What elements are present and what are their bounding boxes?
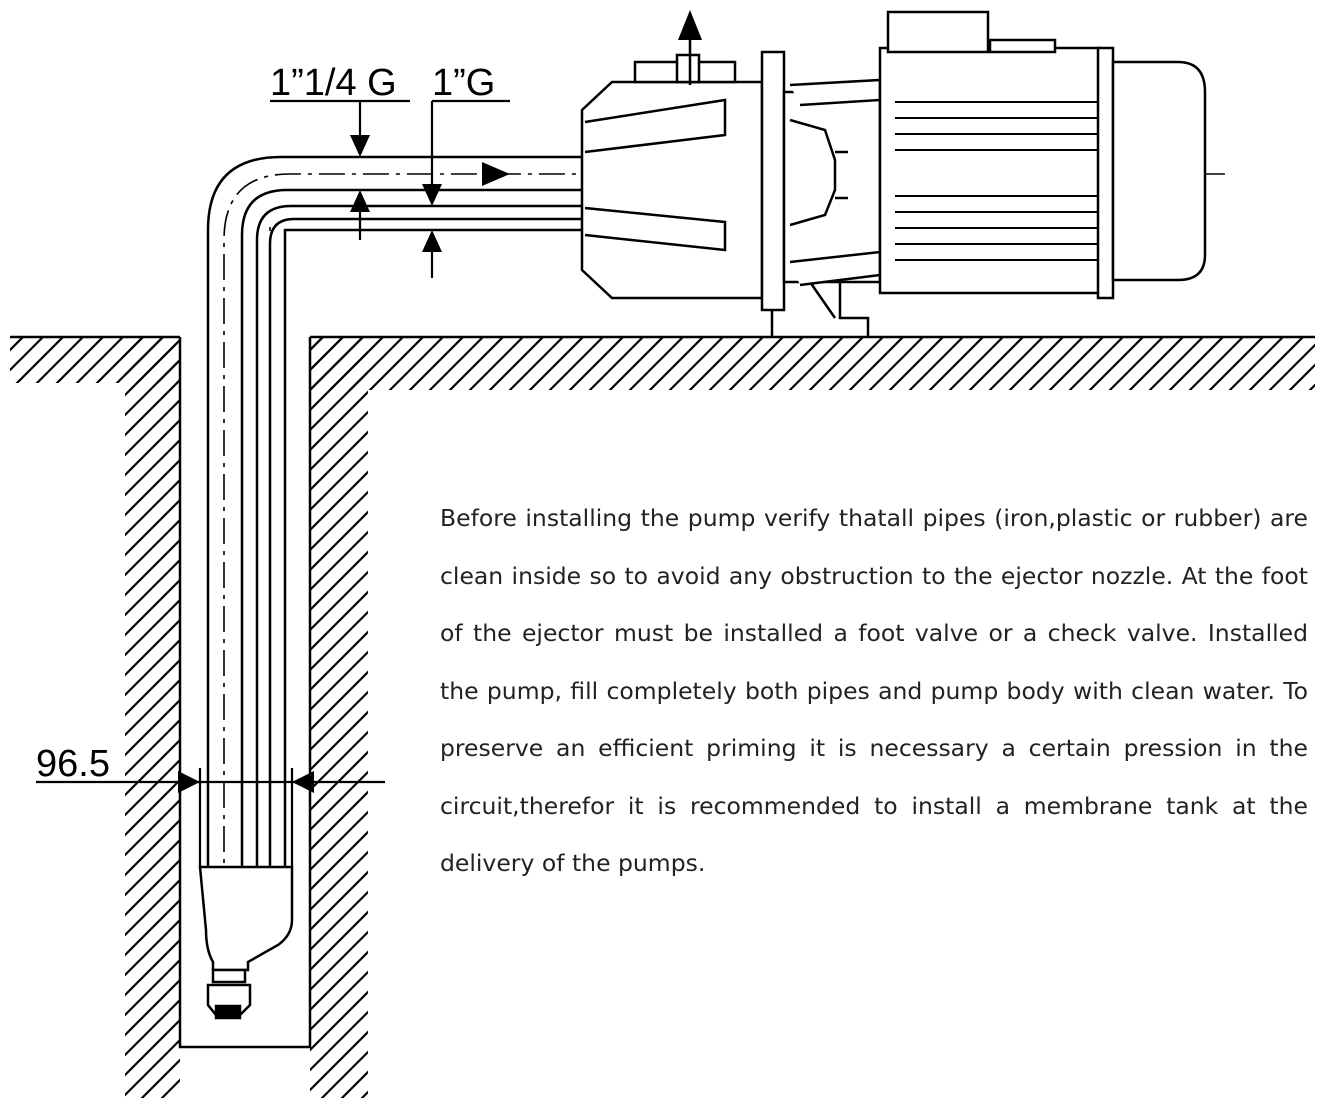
outlet-pipe-size-label: 1”G — [432, 62, 496, 104]
ejector — [198, 865, 294, 1020]
centerlines — [223, 173, 1232, 940]
installation-note: Before installing the pump verify thatal… — [440, 504, 1308, 877]
flow-arrow-icon — [482, 162, 510, 186]
ground-hatching — [10, 338, 1315, 1098]
well-diameter-label: 96.5 — [36, 743, 110, 785]
pipe-dimension-markers — [270, 99, 510, 278]
well-shaft — [10, 335, 1315, 1049]
motor-cooling-fins — [895, 101, 1098, 261]
discharge-arrow-icon — [678, 10, 702, 85]
well-diameter-dimension — [36, 768, 385, 867]
jet-pump — [580, 10, 1207, 338]
dimension-arrowheads — [350, 135, 442, 252]
inlet-pipe-size-label: 1”1/4 G — [270, 62, 397, 104]
